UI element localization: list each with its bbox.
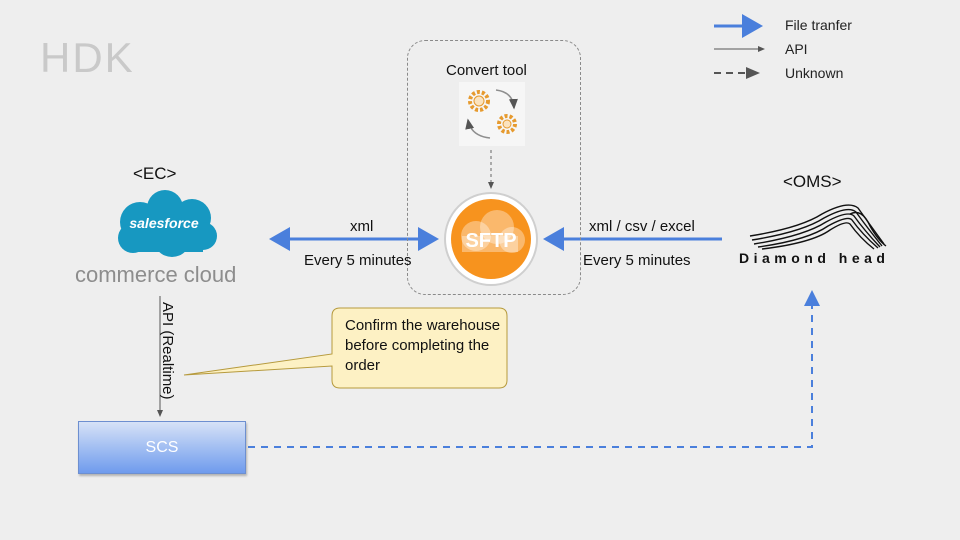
commerce-cloud-logo-text: commerce cloud — [75, 262, 237, 287]
edge-oms-sftp-format: xml / csv / excel — [589, 218, 695, 235]
oms-tag: <OMS> — [783, 172, 842, 191]
diamond-head-logo-icon — [749, 204, 887, 250]
convert-tool-container — [407, 40, 581, 295]
scs-node: SCS — [78, 421, 246, 474]
edge-ec-scs-label: API (Realtime) — [159, 302, 176, 400]
salesforce-cloud-icon — [118, 190, 217, 257]
edge-oms-sftp-frequency: Every 5 minutes — [583, 252, 691, 269]
edge-ec-sftp-frequency: Every 5 minutes — [304, 252, 412, 269]
legend-api-label: API — [785, 41, 808, 57]
scs-label: SCS — [145, 438, 179, 456]
callout-text: Confirm the warehouse before completing … — [345, 317, 501, 374]
hdk-watermark: HDK — [40, 34, 135, 81]
legend-unknown-label: Unknown — [785, 65, 844, 81]
edge-ec-sftp-format: xml — [350, 218, 374, 235]
legend-file-transfer-label: File tranfer — [785, 17, 852, 33]
convert-tool-label: Convert tool — [446, 62, 527, 79]
callout-bubble — [183, 307, 508, 389]
diamond-head-logo-text: Diamond head — [739, 250, 890, 266]
sftp-icon — [444, 192, 538, 286]
sftp-label: SFTP — [465, 230, 517, 252]
salesforce-logo-text: salesforce — [129, 215, 199, 231]
edge-scs-oms — [248, 290, 820, 448]
ec-tag: <EC> — [133, 164, 177, 183]
convert-gears-icon — [459, 82, 525, 146]
